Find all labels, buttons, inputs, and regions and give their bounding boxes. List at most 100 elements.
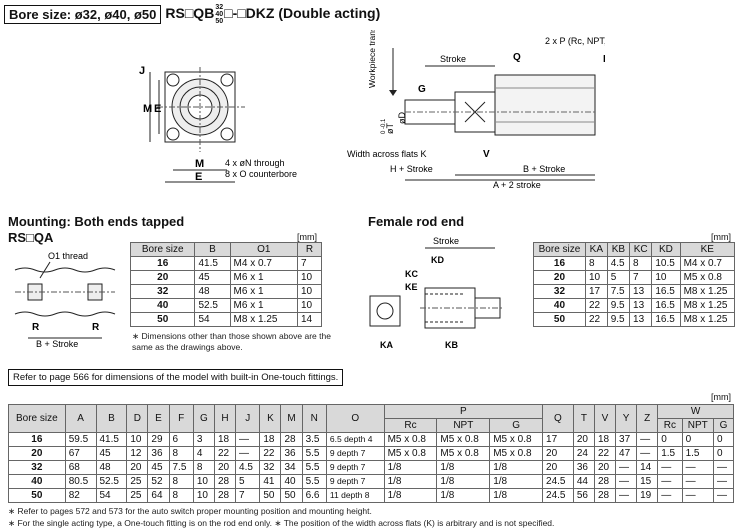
table-cell: 16.5 bbox=[651, 298, 681, 313]
table-cell: 9 depth 7 bbox=[325, 460, 385, 475]
table-cell: 6.5 depth 4 bbox=[325, 432, 385, 447]
callout-o-counterbore: 8 x O counterbore bbox=[225, 169, 297, 179]
bore-size-cell: 32 bbox=[8, 460, 66, 475]
label-v: V bbox=[483, 149, 490, 160]
table-cell: 13 bbox=[629, 312, 653, 327]
table-cell: M5 x 0.8 bbox=[383, 432, 438, 447]
table-cell: — bbox=[636, 432, 659, 447]
table-cell: 20 bbox=[126, 460, 149, 475]
table-cell: 18 bbox=[259, 432, 282, 447]
table-cell: M8 x 1.25 bbox=[679, 284, 736, 299]
table-cell: — bbox=[636, 446, 659, 461]
table-cell: 1/8 bbox=[436, 488, 491, 503]
table-cell: 52 bbox=[147, 474, 170, 489]
workpiece-label: Workpiece transfer direction bbox=[367, 30, 377, 88]
table-cell: 50 bbox=[259, 488, 282, 503]
table-cell: M6 x 1 bbox=[229, 270, 298, 285]
table-cell: 24 bbox=[572, 446, 595, 461]
table-cell: 10 bbox=[192, 474, 215, 489]
table-cell: 54 bbox=[194, 312, 231, 327]
front-view-drawing: M E J M E 4 x øN through 8 x O counterbo… bbox=[139, 65, 297, 183]
table-cell: 18 bbox=[593, 432, 617, 447]
bore-size-cell: 50 bbox=[8, 488, 66, 503]
mounting-note: ∗ Dimensions other than those shown abov… bbox=[132, 331, 331, 352]
table-cell: 52.5 bbox=[194, 298, 231, 313]
mounting-model: RS□QA bbox=[8, 230, 54, 245]
table-cell: 8 bbox=[584, 256, 608, 271]
table-cell: 8 bbox=[192, 460, 215, 475]
label-h-stroke: H + Stroke bbox=[390, 164, 433, 174]
table-cell: 9 depth 7 bbox=[325, 446, 385, 461]
table-cell: 47 bbox=[615, 446, 638, 461]
table-cell: 28 bbox=[593, 488, 617, 503]
table-cell: 10 bbox=[584, 270, 608, 285]
table-cell: 44 bbox=[572, 474, 595, 489]
table-cell: 0 bbox=[713, 446, 734, 461]
label-kc: KC bbox=[405, 269, 418, 279]
label-ka: KA bbox=[380, 340, 393, 350]
table-cell: 29 bbox=[147, 432, 170, 447]
table-cell: 5 bbox=[606, 270, 631, 285]
bore-size-cell: 32 bbox=[129, 284, 196, 299]
bore-size-cell: 50 bbox=[533, 312, 586, 327]
label-m-horiz: M bbox=[195, 158, 204, 170]
table-cell: 6 bbox=[168, 432, 194, 447]
table-cell: 14 bbox=[296, 312, 323, 327]
table-cell: 48 bbox=[95, 460, 128, 475]
callout-n-through: 4 x øN through bbox=[225, 158, 285, 168]
mounting-unit: [mm] bbox=[297, 232, 317, 242]
female-unit: [mm] bbox=[711, 232, 731, 242]
table-cell: 8 bbox=[168, 474, 194, 489]
table-cell: 34 bbox=[280, 460, 303, 475]
table-cell: 52.5 bbox=[95, 474, 128, 489]
table-cell: 41.5 bbox=[95, 432, 128, 447]
table-cell: 17 bbox=[584, 284, 608, 299]
table-cell: 1/8 bbox=[383, 488, 438, 503]
table-cell: 7 bbox=[296, 256, 323, 271]
table-cell: 1/8 bbox=[489, 474, 544, 489]
table-cell: 0 bbox=[657, 432, 683, 447]
table-cell: 36 bbox=[280, 446, 303, 461]
table-cell: 9 depth 7 bbox=[325, 474, 385, 489]
table-cell: M5 x 0.8 bbox=[489, 432, 544, 447]
table-cell: 10 bbox=[192, 488, 215, 503]
table-cell: 0 bbox=[713, 432, 734, 447]
table-cell: — bbox=[681, 460, 715, 475]
table-cell: 3.5 bbox=[301, 432, 327, 447]
table-cell: 5.5 bbox=[301, 446, 327, 461]
table-cell: 28 bbox=[593, 474, 617, 489]
table-cell: 22 bbox=[593, 446, 617, 461]
bore-size-cell: 50 bbox=[129, 312, 196, 327]
table-cell: 41.5 bbox=[194, 256, 231, 271]
table-cell: 22 bbox=[213, 446, 237, 461]
female-stroke-label: Stroke bbox=[433, 236, 459, 246]
label-ke: KE bbox=[405, 282, 418, 292]
bore-size-cell: 16 bbox=[8, 432, 66, 447]
table-cell: 24.5 bbox=[542, 488, 574, 503]
table-cell: 16.5 bbox=[651, 284, 681, 299]
table-cell: 36 bbox=[147, 446, 170, 461]
table-cell: — bbox=[657, 474, 683, 489]
table-cell: M8 x 1.25 bbox=[679, 312, 736, 327]
table-cell: 18 bbox=[213, 432, 237, 447]
table-cell: 28 bbox=[213, 488, 237, 503]
bore-size-cell: 40 bbox=[8, 474, 66, 489]
table-cell: 4 bbox=[192, 446, 215, 461]
table-cell: 22 bbox=[584, 298, 608, 313]
table-cell: 45 bbox=[95, 446, 128, 461]
table-cell: 4.5 bbox=[235, 460, 261, 475]
table-cell: 1/8 bbox=[436, 460, 491, 475]
table-cell: 68 bbox=[64, 460, 97, 475]
table-cell: M8 x 1.25 bbox=[679, 298, 736, 313]
label-stroke: Stroke bbox=[440, 54, 466, 64]
side-view-drawing: Workpiece transfer direction Stroke Q 2 … bbox=[347, 30, 605, 190]
label-width-flats: Width across flats K bbox=[347, 149, 427, 159]
